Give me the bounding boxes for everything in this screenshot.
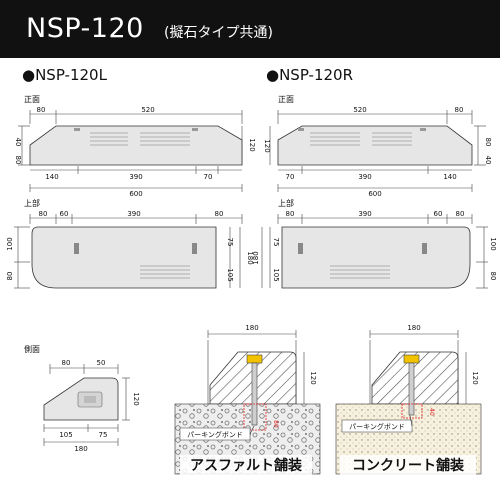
dim-concrete-height: 120 xyxy=(471,371,479,384)
vent-slots-top-left xyxy=(140,265,190,279)
dim-asphalt-width: 180 xyxy=(245,324,258,332)
dim-side-bottom-a: 105 xyxy=(59,431,72,439)
bolt-head-asphalt xyxy=(246,354,263,364)
bond-label-asphalt: パーキングボンド xyxy=(187,430,243,439)
dim-top-right-side-b: 80 xyxy=(489,272,497,281)
side-view-label: 側面 xyxy=(24,344,40,354)
dim-front-left-height-b: 80 xyxy=(14,156,22,165)
dim-asphalt-height: 120 xyxy=(309,371,317,384)
model-label-right: ●NSP-120R xyxy=(266,66,353,84)
dim-front-right-total: 600 xyxy=(368,190,381,198)
bond-area-concrete xyxy=(401,403,423,419)
block-section-concrete xyxy=(371,351,459,405)
bolt-slot-top-left-1 xyxy=(74,243,79,254)
header-bar: NSP-120 (擬石タイプ共通) xyxy=(0,0,500,58)
bond-leader-asphalt xyxy=(249,425,255,435)
install-asphalt-group: 180 120 パーキングボンド 80 アスファルト舗装 xyxy=(174,324,321,475)
dim-top-right-side-a: 100 xyxy=(489,237,497,250)
dim-side-top-b: 50 xyxy=(97,359,106,367)
dim-side-total: 180 xyxy=(74,445,87,453)
dimension-lines-front-left xyxy=(18,110,243,192)
dim-side-bottom-b: 75 xyxy=(99,431,108,439)
dim-top-right-left-total: 180 xyxy=(252,251,260,264)
dim-front-left-bottom-mid: 390 xyxy=(129,173,142,181)
dim-front-left-bottom-b: 70 xyxy=(204,173,213,181)
anchor-bolt-asphalt xyxy=(251,362,258,426)
dimension-lines-top-left xyxy=(14,214,243,289)
dim-top-left-right-total: 180 xyxy=(246,251,254,264)
dim-top-right-left-b: 105 xyxy=(272,268,280,281)
bolt-slot-top-right-1 xyxy=(298,243,303,254)
dim-front-left-height-total: 120 xyxy=(248,138,256,151)
dim-side-top-a: 80 xyxy=(62,359,71,367)
bond-leader-concrete xyxy=(409,415,413,427)
dim-front-right-bottom-mid: 390 xyxy=(358,173,371,181)
dim-top-right-b: 60 xyxy=(434,210,443,218)
dim-top-right-left-a: 75 xyxy=(272,238,280,247)
bolt-hole-front-left-1 xyxy=(74,128,80,131)
dimension-lines-front-right xyxy=(269,110,486,192)
dim-front-right-bottom-a: 70 xyxy=(286,173,295,181)
bond-label-concrete: パーキングボンド xyxy=(349,422,405,431)
block-top-right xyxy=(281,226,471,289)
bolt-head-concrete xyxy=(403,354,420,364)
bolt-slot-top-left-2 xyxy=(192,243,197,254)
dim-front-left-bottom-a: 140 xyxy=(45,173,58,181)
dim-top-left-b: 60 xyxy=(60,210,69,218)
dim-top-left-side-a: 100 xyxy=(6,237,14,250)
block-front-right xyxy=(277,125,473,166)
caption-bg-asphalt xyxy=(180,455,312,475)
page-title: NSP-120 xyxy=(26,13,144,44)
dim-top-left-c: 80 xyxy=(215,210,224,218)
bond-area-asphalt xyxy=(243,403,267,431)
anchor-bolt-concrete xyxy=(408,362,415,416)
vent-slots-front-left xyxy=(90,132,190,146)
dim-top-right-c: 80 xyxy=(456,210,465,218)
dim-asphalt-depth: 80 xyxy=(272,420,279,428)
dim-front-right-height-total: 120 xyxy=(263,139,271,152)
caption-bg-concrete xyxy=(340,455,476,475)
dim-front-left-total: 600 xyxy=(129,190,142,198)
block-top-left xyxy=(31,226,217,289)
dim-top-left-mid: 390 xyxy=(127,210,140,218)
bolt-hole-front-left-2 xyxy=(192,128,198,131)
bolt-hole-front-right-1 xyxy=(298,128,304,131)
top-view-label-left: 上部 xyxy=(24,198,40,208)
page-subtitle: (擬石タイプ共通) xyxy=(164,25,273,41)
caption-asphalt: アスファルト舗装 xyxy=(190,457,303,474)
dim-front-right-height-b: 40 xyxy=(484,156,492,165)
front-view-label-right: 正面 xyxy=(278,95,294,104)
dim-top-left-side-b: 80 xyxy=(6,272,14,281)
front-view-label-left: 正面 xyxy=(24,95,40,104)
dim-front-right-bottom-b: 140 xyxy=(443,173,456,181)
model-label-left: ●NSP-120L xyxy=(22,66,108,84)
dim-front-right-top-length: 520 xyxy=(353,106,366,114)
bolt-slot-top-right-2 xyxy=(422,243,427,254)
dimension-lines-side xyxy=(43,364,130,446)
reflector-inner-side xyxy=(84,396,96,403)
dim-concrete-depth: 40 xyxy=(428,408,435,416)
dim-top-left-right-a: 75 xyxy=(226,238,234,247)
dim-top-left-a: 80 xyxy=(39,210,48,218)
top-view-label-right: 上部 xyxy=(278,198,294,208)
dim-front-right-height-a: 80 xyxy=(484,138,492,147)
dim-front-left-top-offset: 80 xyxy=(37,106,46,114)
dim-front-left-top-length: 520 xyxy=(141,106,154,114)
dim-side-height: 120 xyxy=(132,392,140,405)
install-concrete-group: 180 120 パーキングボンド 40 コンクリート舗装 xyxy=(335,324,482,475)
dim-top-left-right-b: 105 xyxy=(226,268,234,281)
dim-front-right-top-offset: 80 xyxy=(455,106,464,114)
dim-concrete-width: 180 xyxy=(407,324,420,332)
vent-slots-top-right xyxy=(330,265,390,279)
dim-top-right-mid: 390 xyxy=(358,210,371,218)
bolt-hole-front-right-2 xyxy=(420,128,426,131)
dim-front-left-height-a: 40 xyxy=(14,138,22,147)
dim-top-right-a: 80 xyxy=(286,210,295,218)
caption-concrete: コンクリート舗装 xyxy=(352,457,465,474)
dimension-lines-top-right xyxy=(261,214,488,289)
block-front-left xyxy=(29,125,243,166)
vent-slots-front-right xyxy=(310,132,412,146)
